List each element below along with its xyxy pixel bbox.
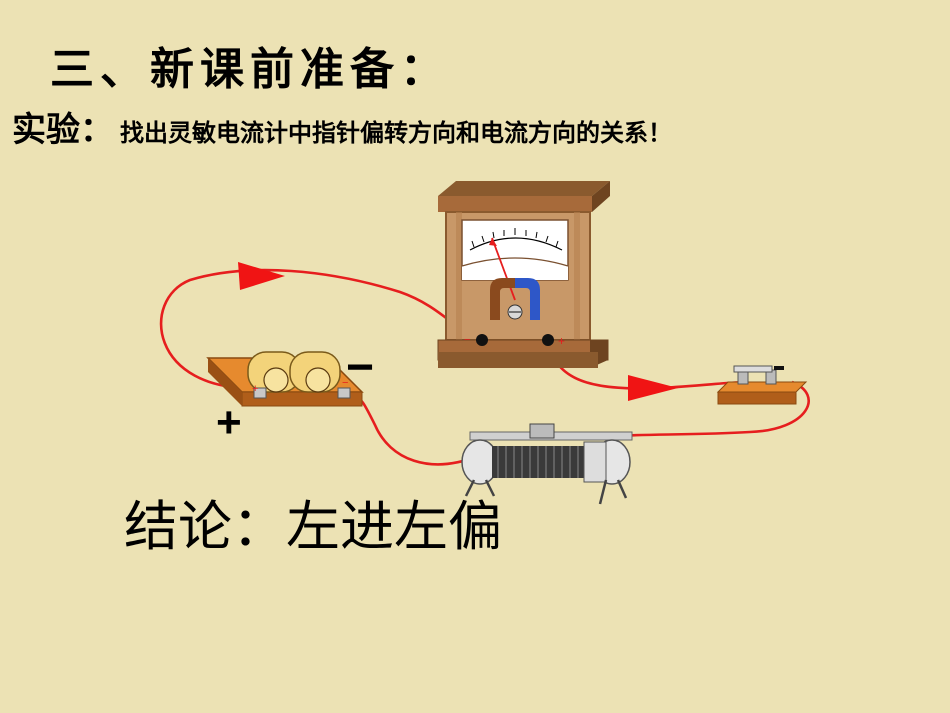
battery-terminal-neg: − — [342, 377, 348, 389]
current-arrow-icon — [238, 262, 285, 290]
experiment-line: 实验：找出灵敏电流计中指针偏转方向和电流方向的关系！ — [12, 108, 672, 158]
meter-ticks — [471, 228, 559, 248]
conclusion-text: 结论：左进左偏 — [124, 495, 502, 558]
meter-scale — [469, 237, 563, 251]
magnet-brown — [490, 278, 515, 320]
experiment-text: 找出灵敏电流计中指针偏转方向和电流方向的关系！ — [120, 119, 672, 147]
experiment-label: 实验： — [12, 110, 114, 150]
battery-negative-sign: − — [346, 341, 375, 394]
slide-title: 三、新课前准备： — [50, 44, 450, 95]
magnet-blue — [515, 278, 540, 320]
meter-needle — [491, 237, 516, 301]
rheostat — [461, 423, 633, 505]
meter-pos-mark: + — [558, 334, 565, 348]
meter-terminal-positive — [542, 334, 554, 346]
battery-positive-sign: + — [216, 398, 242, 447]
battery-holder: + − — [206, 351, 364, 407]
switch — [716, 365, 808, 405]
wire-rheostat-to-battery — [351, 392, 479, 466]
meter-neg-mark: − — [464, 334, 470, 346]
battery-terminal-pos: + — [252, 383, 258, 395]
meter-terminal-negative — [476, 334, 488, 346]
galvanometer: − + — [437, 181, 610, 368]
current-arrow-icon — [628, 375, 678, 401]
wire-switch-to-rheostat — [611, 380, 810, 438]
